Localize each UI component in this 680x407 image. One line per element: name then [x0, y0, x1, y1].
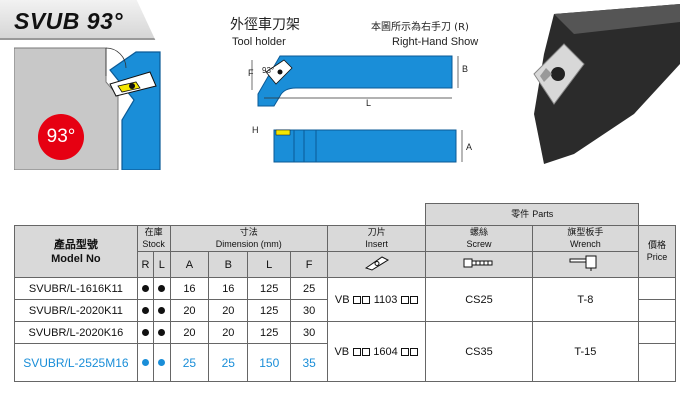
screw-cell: CS25	[425, 277, 533, 322]
dim-f-cell: 30	[290, 321, 329, 344]
model-cell: SVUBR/L-2525M16	[14, 343, 138, 382]
dim-label-f: F	[248, 68, 254, 78]
dim-f-header: F	[290, 251, 329, 278]
dim-b-cell: 20	[208, 321, 249, 344]
insert-cell: VB 1604	[327, 321, 427, 382]
table-row: SVUBR/L-2525M16 25 25 150 35	[14, 343, 676, 382]
price-cell	[638, 343, 676, 382]
right-hand-en: Right-Hand Show	[392, 36, 479, 48]
spec-table: 零件 Parts 產品型號 Model No 在庫 Stock 寸法 Dimen…	[14, 203, 676, 382]
stock-r-dot	[136, 321, 155, 344]
dim-label-h: H	[252, 125, 259, 135]
wrench-icon	[531, 251, 640, 278]
dim-f-cell: 25	[290, 277, 329, 300]
model-header: 產品型號 Model No	[14, 225, 138, 278]
stock-r-dot	[136, 277, 155, 300]
dim-label-l: L	[366, 98, 372, 108]
tool-holder-zh: 外徑車刀架	[230, 17, 300, 33]
dim-a-cell: 20	[169, 321, 210, 344]
stock-l-dot	[153, 321, 171, 344]
insert-header: 刀片 Insert	[327, 225, 427, 252]
insert-cell: VB 1103	[327, 277, 427, 322]
dim-label-b: B	[462, 64, 469, 74]
dim-label-a: A	[466, 142, 473, 152]
stock-l-dot	[153, 343, 171, 382]
price-cell	[638, 321, 676, 344]
insert-icon	[327, 251, 427, 278]
dim-b-header: B	[208, 251, 249, 278]
stock-r-header: R	[136, 251, 155, 278]
angle-badge: 93°	[38, 114, 84, 160]
dim-b-cell: 20	[208, 299, 249, 322]
dim-l-cell: 150	[247, 343, 292, 382]
dim-l-header: L	[247, 251, 292, 278]
price-cell	[638, 299, 676, 322]
stock-r-dot	[136, 343, 155, 382]
tool-holder-en: Tool holder	[232, 36, 286, 48]
dim-b-cell: 16	[208, 277, 249, 300]
dim-l-cell: 125	[247, 299, 292, 322]
cutting-angle-diagram	[14, 47, 161, 170]
dim-a-header: A	[169, 251, 210, 278]
screw-icon	[425, 251, 533, 278]
table-row: SVUBR/L-1616K11 16 16 125 25 VB 1103 CS2…	[14, 277, 676, 322]
stock-l-dot	[153, 277, 171, 300]
model-cell: SVUBR/L-1616K11	[14, 277, 138, 300]
tool-photo	[514, 4, 680, 174]
stock-l-dot	[153, 299, 171, 322]
tool-top-view	[251, 55, 459, 107]
wrench-cell: T-8	[531, 277, 640, 322]
stock-header: 在庫 Stock	[136, 225, 171, 252]
right-hand-zh: 本圖所示為右手刀 (R)	[371, 22, 469, 33]
page-title: SVUB 93°	[0, 0, 160, 40]
screw-cell: CS35	[425, 321, 533, 382]
price-cell	[638, 277, 676, 300]
wrench-header: 旗型板手 Wrench	[531, 225, 640, 252]
model-cell: SVUBR/L-2020K11	[14, 299, 138, 322]
model-cell: SVUBR/L-2020K16	[14, 321, 138, 344]
screw-header: 螺絲 Screw	[425, 225, 533, 252]
dim-b-cell: 25	[208, 343, 249, 382]
dim-label-angle: 93°	[262, 66, 275, 75]
dim-a-cell: 16	[169, 277, 210, 300]
price-header: 價格 Price	[638, 225, 676, 278]
stock-r-dot	[136, 299, 155, 322]
stock-l-header: L	[153, 251, 171, 278]
dimension-header: 寸法 Dimension (mm)	[169, 225, 329, 252]
wrench-cell: T-15	[531, 321, 640, 382]
parts-header: 零件 Parts	[425, 203, 640, 226]
dim-f-cell: 30	[290, 299, 329, 322]
dim-a-cell: 25	[169, 343, 210, 382]
dim-l-cell: 125	[247, 277, 292, 300]
dim-f-cell: 35	[290, 343, 329, 382]
dim-a-cell: 20	[169, 299, 210, 322]
dim-l-cell: 125	[247, 321, 292, 344]
table-row: SVUBR/L-2020K16 20 20 125 30 VB 1604 CS3…	[14, 321, 676, 382]
tool-side-view	[273, 129, 463, 163]
